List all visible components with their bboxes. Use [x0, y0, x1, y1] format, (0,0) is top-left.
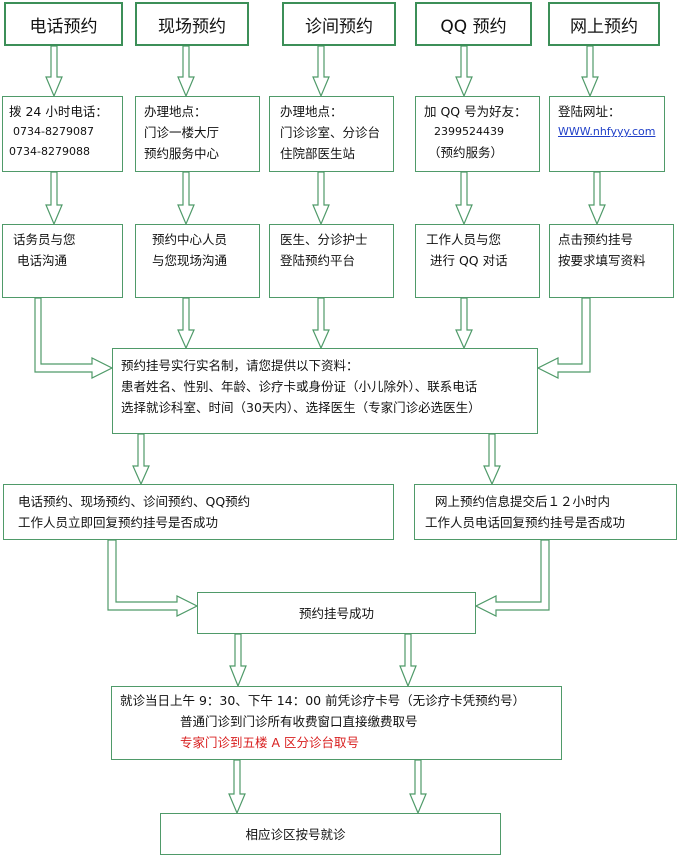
- arrow-qq-1: [455, 45, 473, 98]
- onsite-step-line-2: 与您现场沟通: [152, 253, 228, 268]
- reply-instant-line-2: 工作人员立即回复预约挂号是否成功: [18, 515, 219, 530]
- arrow-phone-2: [45, 171, 63, 226]
- visit-line-3: 专家门诊到五楼 A 区分诊台取号: [180, 735, 359, 750]
- web-step: 点击预约挂号 按要求填写资料: [549, 224, 674, 298]
- realname-line-2: 患者姓名、性别、年龄、诊疗卡或身份证（小儿除外）、联系电话: [121, 379, 478, 394]
- realname-line-1: 预约挂号实行实名制，请您提供以下资料：: [121, 358, 359, 373]
- phone-step: 话务员与您 电话沟通: [2, 224, 123, 298]
- arrow-web-1: [581, 45, 599, 98]
- onsite-line-3: 预约服务中心: [144, 146, 220, 161]
- header-clinic: 诊间预约: [282, 2, 396, 46]
- web-detail: 登陆网址： WWW.nhfyyy.com: [549, 96, 665, 172]
- onsite-step: 预约中心人员 与您现场沟通: [135, 224, 260, 298]
- onsite-detail: 办理地点： 门诊一楼大厅 预约服务中心: [135, 96, 260, 172]
- phone-number-2: 0734-8279088: [9, 145, 90, 158]
- final-step: 相应诊区按号就诊: [160, 813, 501, 855]
- arrow-success-left: [229, 633, 247, 688]
- web-step-line-1: 点击预约挂号: [558, 232, 634, 247]
- header-onsite: 现场预约: [135, 2, 249, 46]
- qq-step-line-2: 进行 QQ 对话: [430, 253, 508, 268]
- web-label: 登陆网址：: [558, 104, 621, 119]
- phone-detail: 拨 24 小时电话： 0734-8279087 0734-8279088: [2, 96, 123, 172]
- clinic-detail: 办理地点： 门诊诊室、分诊台 住院部医生站: [269, 96, 394, 172]
- realname-requirement: 预约挂号实行实名制，请您提供以下资料： 患者姓名、性别、年龄、诊疗卡或身份证（小…: [112, 348, 538, 434]
- arrow-web-3: [536, 297, 591, 379]
- arrow-phone-3: [34, 297, 114, 379]
- clinic-step-line-2: 登陆预约平台: [280, 253, 356, 268]
- clinic-line-2: 门诊诊室、分诊台: [280, 125, 381, 140]
- visit-line-2: 普通门诊到门诊所有收费窗口直接缴费取号: [180, 714, 418, 729]
- arrow-qq-3: [455, 297, 473, 350]
- arrow-visit-right: [409, 759, 427, 815]
- arrow-onsite-2: [177, 171, 195, 226]
- header-onsite-label: 现场预约: [158, 16, 226, 37]
- qq-step-line-1: 工作人员与您: [426, 232, 502, 247]
- phone-number-1: 0734-8279087: [13, 125, 94, 138]
- booking-success: 预约挂号成功: [197, 592, 476, 634]
- web-url-link[interactable]: WWW.nhfyyy.com: [558, 125, 656, 138]
- arrow-realname-right: [483, 433, 501, 486]
- web-step-line-2: 按要求填写资料: [558, 253, 646, 268]
- final-step-label: 相应诊区按号就诊: [245, 826, 346, 842]
- reply-instant-line-1: 电话预约、现场预约、诊间预约、QQ预约: [18, 494, 251, 509]
- arrow-onsite-3: [177, 297, 195, 350]
- header-qq-label: QQ 预约: [440, 16, 507, 37]
- phone-step-line-2: 电话沟通: [17, 253, 68, 268]
- header-web: 网上预约: [548, 2, 660, 46]
- phone-step-line-1: 话务员与您: [13, 232, 76, 247]
- qq-label: 加 QQ 号为好友：: [424, 104, 527, 119]
- arrow-clinic-3: [312, 297, 330, 350]
- arrow-web-2: [588, 171, 606, 226]
- reply-online: 网上预约信息提交后１２小时内 工作人员电话回复预约挂号是否成功: [414, 484, 677, 540]
- onsite-line-1: 办理地点：: [144, 104, 207, 119]
- arrow-reply-left: [107, 539, 199, 617]
- qq-step: 工作人员与您 进行 QQ 对话: [415, 224, 540, 298]
- qq-number: 2399524439: [434, 125, 504, 138]
- onsite-step-line-1: 预约中心人员: [152, 232, 228, 247]
- reply-online-line-1: 网上预约信息提交后１２小时内: [435, 494, 611, 509]
- header-phone: 电话预约: [4, 2, 123, 46]
- arrow-realname-left: [132, 433, 150, 486]
- qq-note: （预约服务）: [428, 145, 504, 160]
- visit-line-1: 就诊当日上午 9：30、下午 14：00 前凭诊疗卡号（无诊疗卡凭预约号）: [120, 693, 526, 708]
- arrow-clinic-1: [312, 45, 330, 98]
- phone-label: 拨 24 小时电话：: [9, 104, 108, 119]
- arrow-qq-2: [455, 171, 473, 226]
- arrow-clinic-2: [312, 171, 330, 226]
- clinic-step: 医生、分诊护士 登陆预约平台: [269, 224, 394, 298]
- arrow-phone-1: [45, 45, 63, 98]
- header-qq: QQ 预约: [415, 2, 532, 46]
- header-phone-label: 电话预约: [29, 16, 98, 37]
- arrow-success-right: [399, 633, 417, 688]
- clinic-step-line-1: 医生、分诊护士: [280, 232, 368, 247]
- arrow-reply-right: [474, 539, 550, 617]
- header-web-label: 网上预约: [570, 16, 638, 37]
- onsite-line-2: 门诊一楼大厅: [144, 125, 220, 140]
- clinic-line-1: 办理地点：: [280, 104, 343, 119]
- arrow-onsite-1: [177, 45, 195, 98]
- booking-success-label: 预约挂号成功: [298, 605, 374, 621]
- qq-detail: 加 QQ 号为好友： 2399524439 （预约服务）: [415, 96, 540, 172]
- reply-online-line-2: 工作人员电话回复预约挂号是否成功: [425, 515, 626, 530]
- reply-instant: 电话预约、现场预约、诊间预约、QQ预约 工作人员立即回复预约挂号是否成功: [3, 484, 394, 540]
- arrow-visit-left: [228, 759, 246, 815]
- header-clinic-label: 诊间预约: [305, 16, 373, 37]
- realname-line-3: 选择就诊科室、时间（30天内）、选择医生（专家门诊必选医生）: [121, 400, 481, 415]
- clinic-line-3: 住院部医生站: [280, 146, 356, 161]
- visit-day-instructions: 就诊当日上午 9：30、下午 14：00 前凭诊疗卡号（无诊疗卡凭预约号） 普通…: [111, 686, 562, 760]
